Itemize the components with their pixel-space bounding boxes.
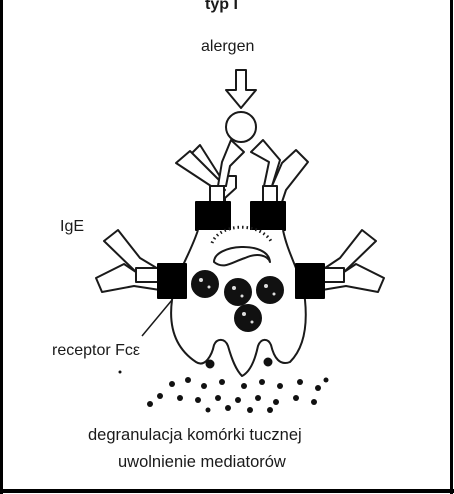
caption-line-2: uwolnienie mediatorów [118,453,286,472]
caption-line-1: degranulacja komórki tucznej [88,426,302,445]
receptor-label: receptor Fcε [52,342,140,360]
fc-receptor-top-right [251,202,285,230]
diagram-title: typ I [205,0,238,14]
allergen-arrow [226,70,256,108]
receptor-pointer-line [142,300,172,336]
stray-dot [119,371,122,374]
fc-receptor-right [296,264,324,298]
ige-antibody-right [322,230,384,292]
allergen-circle [226,112,256,142]
ige-antibody-top-left [176,140,244,210]
fc-receptor-top-left [196,202,230,230]
allergen-label: alergen [201,38,254,56]
fc-receptor-left [158,264,186,298]
ige-antibody-left [96,230,160,292]
released-mediators [147,377,329,413]
ige-label: IgE [60,218,84,236]
ige-antibody-top-right [251,140,308,208]
